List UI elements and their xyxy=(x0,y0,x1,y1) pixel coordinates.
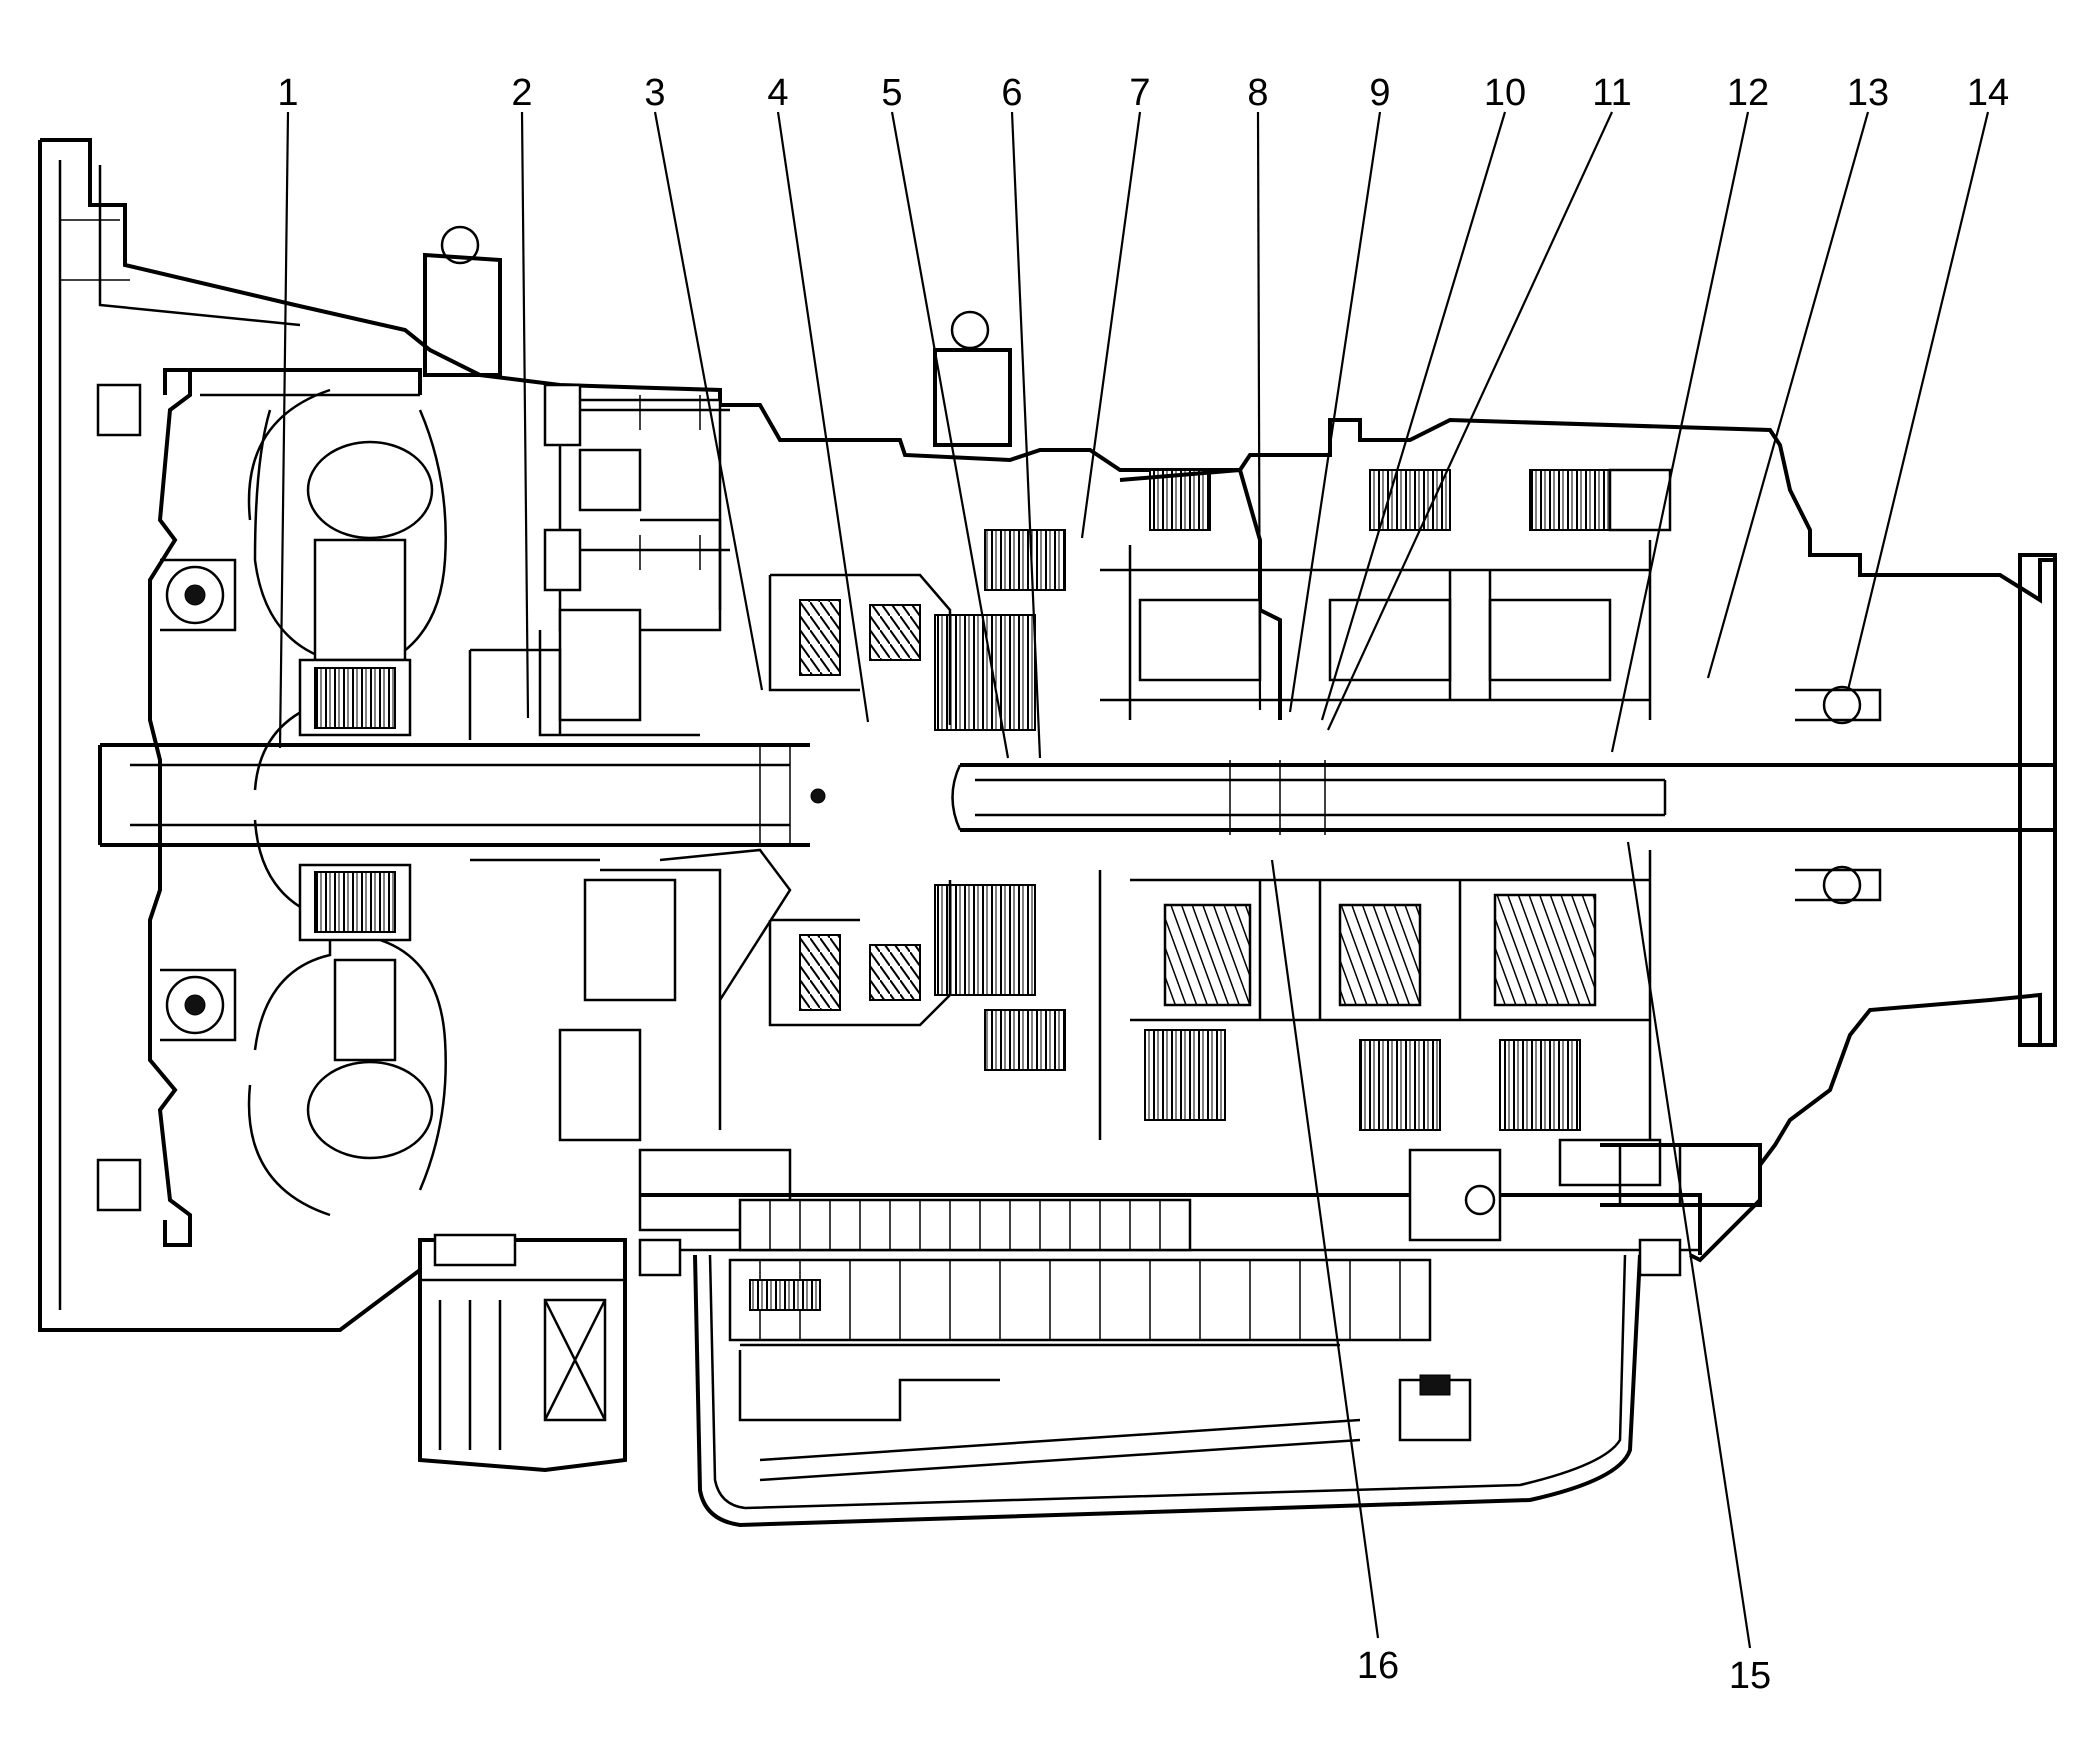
pump-assembly xyxy=(423,225,1012,1232)
planetary-gearsets xyxy=(1098,467,1652,1140)
clutch-packs xyxy=(768,468,1672,1131)
callout-5: 5 xyxy=(881,72,902,114)
leader-5 xyxy=(890,111,1010,759)
torque-converter xyxy=(96,368,447,1247)
leader-16 xyxy=(1270,859,1380,1639)
transmission-case-outline xyxy=(38,138,2057,1332)
leader-7 xyxy=(1080,111,1142,539)
valve-body xyxy=(640,1138,1702,1422)
callout-12: 12 xyxy=(1727,72,1769,114)
leader-11 xyxy=(1327,111,1613,731)
leader-12 xyxy=(1610,111,1750,753)
leader-10 xyxy=(1320,111,1507,721)
leader-1 xyxy=(278,111,290,749)
leader-9 xyxy=(1288,111,1382,713)
leader-2 xyxy=(520,111,530,719)
callout-13: 13 xyxy=(1847,72,1889,114)
callout-14: 14 xyxy=(1967,72,2009,114)
callout-2: 2 xyxy=(511,72,532,114)
callout-6: 6 xyxy=(1001,72,1022,114)
oil-filter xyxy=(418,1233,627,1473)
leader-15 xyxy=(1626,841,1752,1649)
callout-9: 9 xyxy=(1369,72,1390,114)
callout-labels: 1 2 3 4 5 6 7 8 9 10 11 12 13 14 15 16 xyxy=(277,72,2009,1697)
callout-8: 8 xyxy=(1247,72,1268,114)
leader-3 xyxy=(653,111,764,691)
oil-pan xyxy=(638,1238,1682,1528)
callout-3: 3 xyxy=(644,72,665,114)
callout-1: 1 xyxy=(277,72,298,114)
speed-sensor xyxy=(1600,1143,1762,1207)
leader-8 xyxy=(1256,111,1262,711)
callout-16: 16 xyxy=(1357,1645,1399,1687)
leader-13 xyxy=(1706,111,1870,679)
callout-leaders xyxy=(278,111,1990,1649)
callout-10: 10 xyxy=(1484,72,1526,114)
callout-11: 11 xyxy=(1592,72,1631,114)
leader-4 xyxy=(776,111,870,723)
leader-14 xyxy=(1846,111,1990,691)
callout-7: 7 xyxy=(1129,72,1150,114)
callout-4: 4 xyxy=(767,72,788,114)
main-shafts xyxy=(98,553,2057,1047)
callout-15: 15 xyxy=(1729,1655,1771,1697)
leader-6 xyxy=(1010,111,1042,759)
